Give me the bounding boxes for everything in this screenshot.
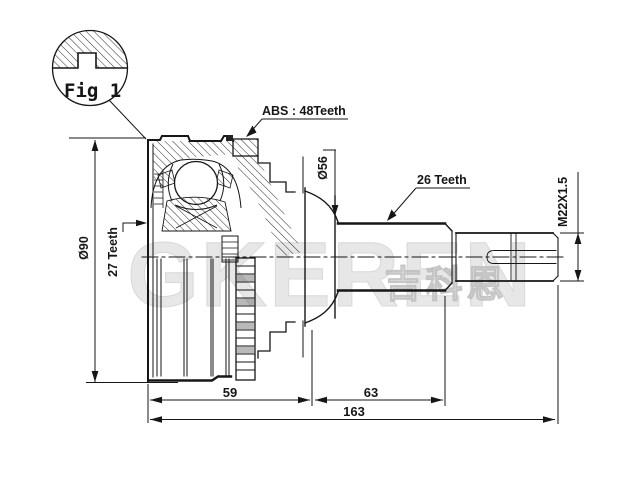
hub-spline-serrations bbox=[154, 170, 164, 208]
fig1-detail-bubble bbox=[51, 29, 147, 140]
bell-top-edge bbox=[147, 135, 235, 143]
watermark-brand-text: GKEREN bbox=[127, 224, 533, 326]
joint-bell-outline bbox=[147, 135, 339, 382]
outer-diameter-label: Ø90 bbox=[77, 236, 91, 260]
bell-mouth-steps-top bbox=[257, 155, 296, 193]
abs-ring-section bbox=[232, 138, 259, 157]
cage-arc-left bbox=[167, 163, 174, 202]
arrow-d90-top bbox=[91, 140, 99, 151]
bell-mouth-steps-bottom bbox=[257, 321, 296, 359]
abs-tone-ring-teeth bbox=[235, 257, 256, 381]
arrow-163-left bbox=[150, 416, 162, 423]
inner-race-cage-ball bbox=[150, 158, 242, 263]
shaft-fillet-bottom bbox=[304, 291, 339, 324]
labels: Fig 1 ABS : 48Teeth 26 Teeth 27 Teeth Ø9… bbox=[64, 80, 570, 419]
arrow-163-right bbox=[543, 416, 555, 423]
watermark: GKEREN 吉科恩 bbox=[127, 224, 533, 327]
dim-163-label: 163 bbox=[343, 404, 365, 419]
cage-arc-right bbox=[218, 163, 225, 202]
shaft-spline-teeth-label: 26 Teeth bbox=[417, 173, 467, 187]
arrow-63-left bbox=[315, 396, 327, 404]
arrow-59-left bbox=[150, 396, 162, 404]
fig1-label: Fig 1 bbox=[64, 80, 121, 102]
thread-outline bbox=[455, 232, 554, 282]
ball-seat-arc bbox=[174, 204, 218, 210]
fig1-circle bbox=[51, 29, 129, 107]
leader-27teeth bbox=[122, 222, 139, 232]
leader-abs bbox=[247, 118, 348, 136]
dim-line-m22 bbox=[560, 172, 584, 282]
fig1-profile-line bbox=[52, 52, 128, 69]
abs-ring-cap bbox=[226, 135, 233, 141]
stub-spline-block bbox=[221, 235, 239, 263]
watermark-brand-cjk-text: 吉科恩 bbox=[385, 264, 508, 305]
arrow-59-right bbox=[298, 396, 310, 404]
hub-spline-teeth-label: 27 Teeth bbox=[106, 227, 120, 277]
dim-line-d56 bbox=[323, 149, 336, 213]
arrow-63-right bbox=[431, 396, 443, 404]
dimension-lines bbox=[69, 118, 584, 424]
joint-diameter-label: Ø56 bbox=[316, 156, 330, 180]
dim-59-label: 59 bbox=[223, 385, 237, 400]
shaft-fillet-top bbox=[304, 190, 339, 223]
fig1-hatch-region bbox=[52, 30, 128, 69]
boot-groove-lines bbox=[156, 258, 230, 377]
arrow-m22-bottom bbox=[574, 270, 582, 281]
outer-race-wall-section-hatch bbox=[153, 141, 235, 181]
arrow-d56 bbox=[331, 205, 339, 216]
shaft-step-chamfers bbox=[444, 222, 453, 292]
arrow-26teeth bbox=[387, 209, 397, 221]
stub-spline-teeth bbox=[222, 241, 238, 261]
abs-teeth-label: ABS : 48Teeth bbox=[262, 104, 346, 118]
arrow-abs bbox=[246, 125, 257, 137]
dimension-arrowheads bbox=[91, 125, 582, 423]
fig1-leader-line bbox=[108, 99, 147, 140]
shaft bbox=[141, 222, 567, 292]
thread-spec-label: M22X1.5 bbox=[556, 177, 570, 227]
race-groove-cross-lines bbox=[175, 205, 218, 229]
dim-63-label: 63 bbox=[364, 385, 378, 400]
arrow-27teeth bbox=[136, 219, 147, 227]
thread-end-chamfers bbox=[552, 232, 559, 282]
leader-26teeth bbox=[388, 187, 470, 220]
arrow-m22-top bbox=[574, 233, 582, 244]
outer-race-right-wall-section-hatch bbox=[235, 154, 302, 257]
arrow-d90-bottom bbox=[91, 371, 99, 382]
bell-bottom-edge bbox=[148, 375, 233, 382]
inner-race-section-hatch bbox=[161, 196, 232, 232]
